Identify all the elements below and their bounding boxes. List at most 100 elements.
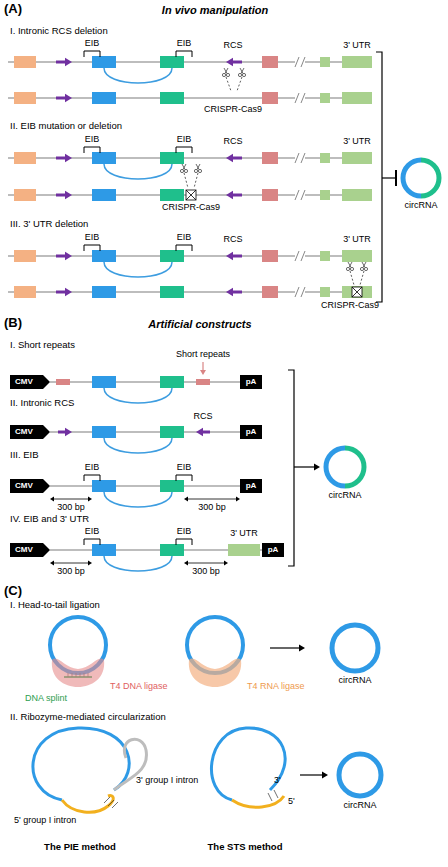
break-mark xyxy=(295,93,299,103)
feature-label: 3' UTR xyxy=(343,235,371,245)
group-bracket xyxy=(376,52,382,302)
exon-last xyxy=(320,190,330,200)
node-text: T4 DNA ligase xyxy=(110,682,168,692)
scissors-symbol xyxy=(222,73,225,76)
scissors-symbol xyxy=(197,164,200,170)
deletion-mark xyxy=(186,190,196,200)
break-mark xyxy=(301,190,305,200)
exon-green xyxy=(160,189,184,201)
break-mark xyxy=(301,251,305,261)
hairpin-strand xyxy=(232,796,284,807)
node-text: CMV xyxy=(10,479,50,493)
break-mark xyxy=(301,57,305,67)
cut-guide xyxy=(194,173,198,188)
exon-orange xyxy=(14,250,36,262)
rcs-arrow-head xyxy=(65,191,72,199)
feature-label: EIB xyxy=(177,135,192,145)
exon-last xyxy=(320,93,330,103)
utr-box xyxy=(228,544,260,556)
backsplice-arc xyxy=(104,438,172,453)
length-arrow-head xyxy=(50,497,54,502)
short-repeat xyxy=(56,379,70,385)
ring-shape xyxy=(339,754,381,796)
eib-bracket xyxy=(84,147,100,153)
row-title: IV. EIB and 3' UTR xyxy=(10,514,89,524)
backsplice-arc xyxy=(104,164,172,179)
construct-line xyxy=(50,485,240,487)
base-pair-tick xyxy=(274,790,278,798)
node-text: circRNA xyxy=(405,201,438,211)
deletion-mark xyxy=(186,190,196,200)
exon-blue xyxy=(92,286,116,298)
eib-bracket xyxy=(84,475,100,481)
gene-line xyxy=(8,291,372,293)
rcs-arrow xyxy=(56,255,66,258)
break-mark xyxy=(295,251,299,261)
node-text: T4 RNA ligase xyxy=(247,682,305,692)
utr-box xyxy=(342,286,372,298)
exon-blue xyxy=(92,250,116,262)
rna-strand xyxy=(211,728,285,800)
backsplice-arc xyxy=(104,556,172,571)
break-gap xyxy=(295,191,305,199)
panel-title: In vivo manipulation xyxy=(162,4,268,16)
cut-guide xyxy=(360,271,364,285)
rcs-arrow-head xyxy=(65,154,72,162)
scissors-symbol xyxy=(240,68,243,74)
exon-blue xyxy=(92,92,116,104)
rcs-arrow xyxy=(232,157,242,160)
feature-label: EIB xyxy=(177,527,192,537)
rcs-arrow-head xyxy=(65,428,72,436)
eib-bracket xyxy=(176,475,192,481)
break-mark xyxy=(301,93,305,103)
rcs-arrow-head xyxy=(65,94,72,102)
node-text: pA xyxy=(262,543,284,557)
promoter-shape xyxy=(10,425,50,439)
node-text: circRNA xyxy=(329,491,362,501)
eib-bracket xyxy=(84,539,100,545)
deletion-mark xyxy=(352,287,362,297)
feature-label: RCS xyxy=(223,41,242,51)
deletion-mark xyxy=(186,190,196,200)
rcs-arrow-head xyxy=(65,288,72,296)
ring-half xyxy=(403,160,421,196)
scissors-symbol xyxy=(198,169,201,172)
ligase-shape-outline xyxy=(50,652,106,688)
rcs-arrow-head xyxy=(226,58,233,66)
feature-label: 3' UTR xyxy=(343,41,371,51)
exon-last xyxy=(320,287,330,297)
feature-label: 5' group I intron xyxy=(14,816,76,826)
feature-label: EIB xyxy=(85,463,100,473)
polya-shape xyxy=(240,479,262,493)
feature-label: 300 bp xyxy=(192,567,220,577)
exon-red xyxy=(262,56,278,68)
exon-red xyxy=(262,250,278,262)
feature-label: 3' group I intron xyxy=(136,776,198,786)
scissors-symbol xyxy=(224,68,227,74)
base-pair-tick xyxy=(112,802,118,808)
exon-green xyxy=(160,56,184,68)
ligase-shape: T4 RNA ligase xyxy=(187,652,243,688)
ring-shape xyxy=(332,625,378,671)
exon-orange xyxy=(14,189,36,201)
promoter-shape xyxy=(10,479,50,493)
feature-label: 300 bp xyxy=(198,503,226,513)
row-title: III. 3' UTR deletion xyxy=(10,219,88,229)
exon-blue xyxy=(92,480,116,492)
scissors-symbol xyxy=(346,267,349,270)
promoter-shape xyxy=(10,375,50,389)
rcs-arrow-head xyxy=(196,428,203,436)
exon-green xyxy=(160,250,184,262)
circrna-circle-outline xyxy=(323,445,367,489)
break-mark xyxy=(301,153,305,163)
break-mark xyxy=(295,57,299,67)
break-gap xyxy=(295,252,305,260)
rcs-arrow-head xyxy=(226,191,233,199)
utr-box xyxy=(342,152,372,164)
exon-red xyxy=(262,152,278,164)
polya-box: pA xyxy=(262,543,284,557)
exon-red xyxy=(262,286,278,298)
base-pair-tick xyxy=(104,797,110,803)
feature-label: 5' xyxy=(288,797,295,807)
backsplice-arc xyxy=(104,388,172,403)
